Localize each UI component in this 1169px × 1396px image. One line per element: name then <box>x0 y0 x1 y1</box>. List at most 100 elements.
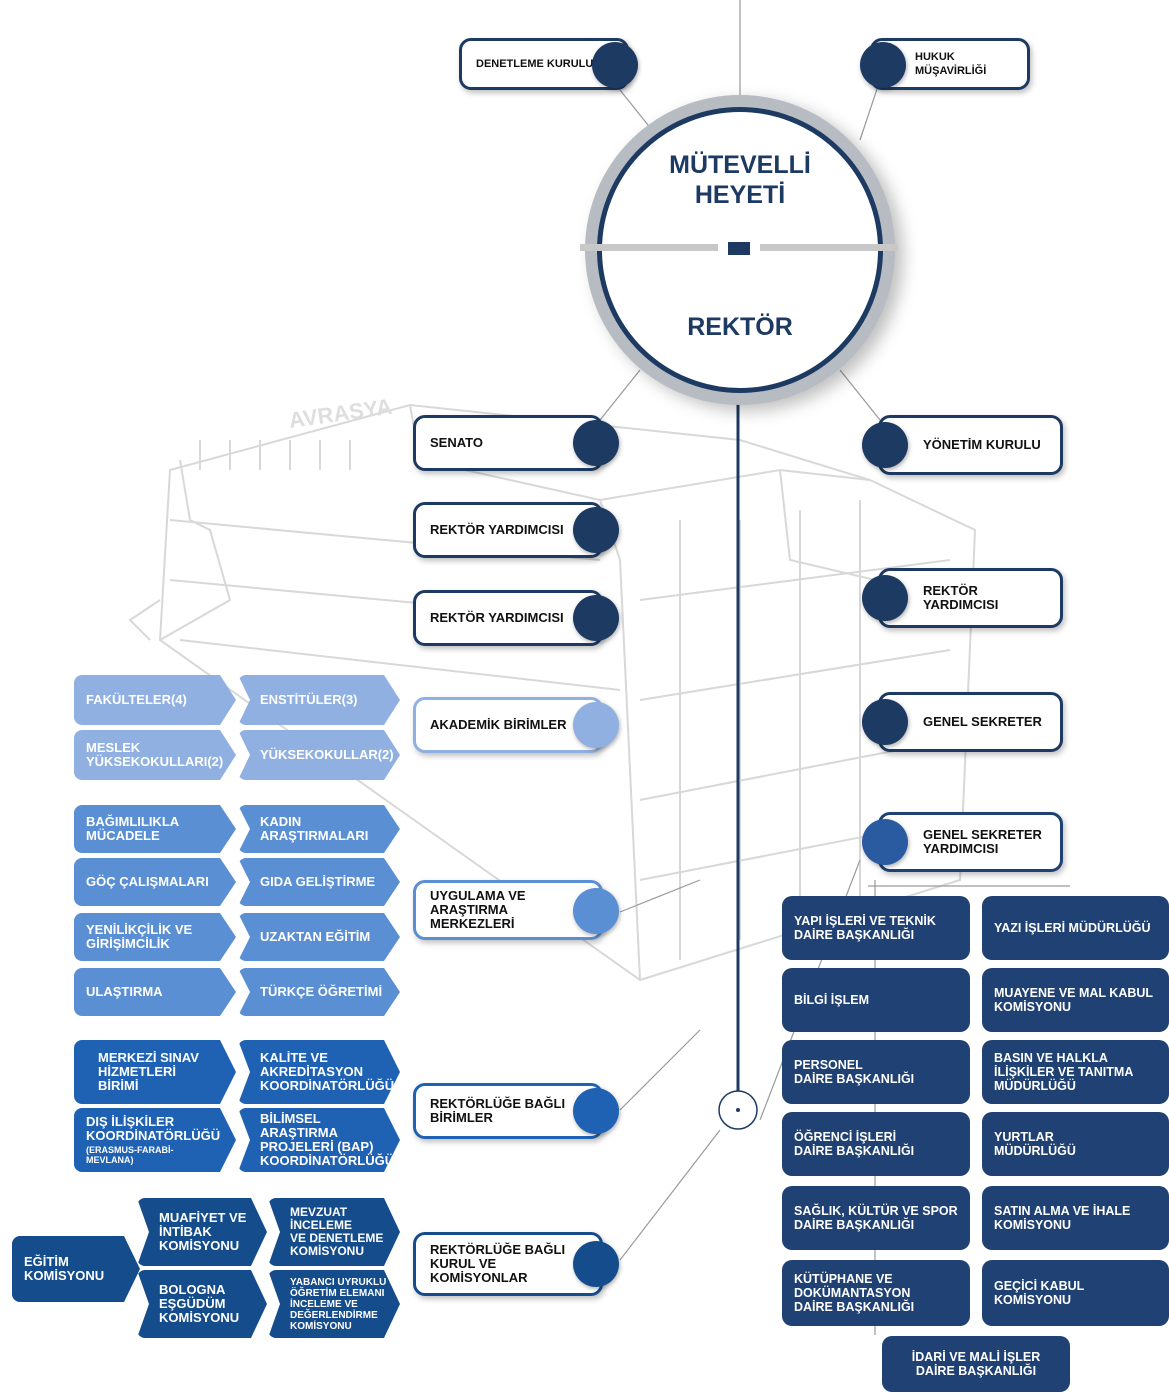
idari-label: ÖĞRENCİ İŞLERİ DAİRE BAŞKANLIĞI <box>794 1130 915 1158</box>
senato-label: SENATO <box>430 435 483 450</box>
rektor-yardimcisi-3-box[interactable]: REKTÖR YARDIMCISI <box>878 568 1063 628</box>
senato-badge-icon <box>573 420 619 466</box>
fakulteler-label: FAKÜLTELER(4) <box>86 692 187 707</box>
egitim-komisyonu-tag[interactable]: EĞİTİM KOMİSYONU <box>12 1236 140 1302</box>
bagli-kurul-badge-icon <box>573 1241 619 1287</box>
enstituler-label: ENSTİTÜLER(3) <box>260 692 358 707</box>
akademik-birimler-box[interactable]: AKADEMİK BİRİMLER <box>413 697 603 753</box>
idari-ogrenci-isleri[interactable]: ÖĞRENCİ İŞLERİ DAİRE BAŞKANLIĞI <box>782 1112 970 1176</box>
divider-square <box>728 242 750 255</box>
mevzuat-tag[interactable]: MEVZUAT İNCELEME VE DENETLEME KOMİSYONU <box>268 1198 400 1266</box>
bagli-birimler-badge-icon <box>573 1088 619 1134</box>
idari-label: SATIN ALMA VE İHALE KOMİSYONU <box>994 1204 1131 1232</box>
enstituler-tag[interactable]: ENSTİTÜLER(3) <box>238 675 400 725</box>
dis-iliskiler-sublabel: (ERASMUS-FARABİ- MEVLANA) <box>86 1145 174 1165</box>
idari-yazi-isleri[interactable]: YAZI İŞLERİ MÜDÜRLÜĞÜ <box>982 896 1169 960</box>
divider-bar <box>760 244 898 251</box>
rektor-yardimcisi-3-badge-icon <box>862 575 908 621</box>
denetleme-kurulu-label: DENETLEME KURULU <box>476 58 594 70</box>
mutevelli-heyeti-title: MÜTEVELLİ HEYETİ <box>669 151 811 209</box>
idari-label: MUAYENE VE MAL KABUL KOMİSYONU <box>994 986 1154 1014</box>
yonetim-badge-icon <box>862 422 908 468</box>
yabanci-uyruklu-tag[interactable]: YABANCI UYRUKLU ÖĞRETİM ELEMANI İNCELEME… <box>268 1270 400 1338</box>
hukuk-badge-icon <box>860 42 906 88</box>
genel-sekreter-yardimcisi-box[interactable]: GENEL SEKRETER YARDIMCISI <box>878 812 1063 872</box>
merkez-label: UZAKTAN EĞİTİM <box>260 929 371 944</box>
bologna-tag[interactable]: BOLOGNA EŞGÜDÜM KOMİSYONU <box>137 1270 267 1338</box>
rektor-yardimcisi-1-label: REKTÖR YARDIMCISI <box>430 522 564 537</box>
idari-basin[interactable]: BASIN VE HALKLA İLİŞKİLER VE TANITMA MÜD… <box>982 1040 1169 1104</box>
rektorluge-bagli-birimler-box[interactable]: REKTÖRLÜĞE BAĞLI BİRİMLER <box>413 1083 603 1139</box>
mevzuat-label: MEVZUAT İNCELEME VE DENETLEME KOMİSYONU <box>290 1205 384 1258</box>
idari-mali-label: İDARİ VE MALİ İŞLER DAİRE BAŞKANLIĞI <box>911 1350 1041 1378</box>
yuksekokullar-tag[interactable]: YÜKSEKOKULLAR(2) <box>238 730 400 780</box>
yabanci-uyruklu-label: YABANCI UYRUKLU ÖĞRETİM ELEMANI İNCELEME… <box>290 1276 387 1332</box>
idari-mali-isler[interactable]: İDARİ VE MALİ İŞLER DAİRE BAŞKANLIĞI <box>882 1336 1070 1392</box>
meslek-yuksekokullari-label: MESLEK YÜKSEKOKULLARI(2) <box>86 740 224 769</box>
fakulteler-tag[interactable]: FAKÜLTELER(4) <box>74 675 236 725</box>
divider-bar <box>580 244 718 251</box>
kalite-tag[interactable]: KALİTE VE AKREDİTASYON KOORDİNATÖRLÜĞÜ <box>238 1040 400 1104</box>
yuksekokullar-label: YÜKSEKOKULLAR(2) <box>260 747 394 762</box>
rektor-yardimcisi-2-badge-icon <box>573 595 619 641</box>
idari-personel[interactable]: PERSONEL DAİRE BAŞKANLIĞI <box>782 1040 970 1104</box>
muafiyet-tag[interactable]: MUAFİYET VE İNTİBAK KOMİSYONU <box>137 1198 267 1266</box>
hukuk-musavirligi-label: HUKUK MÜŞAVİRLİĞİ <box>915 51 987 77</box>
merkez-goc-tag[interactable]: GÖÇ ÇALIŞMALARI <box>74 858 236 906</box>
idari-label: YURTLAR MÜDÜRLÜĞÜ <box>994 1130 1076 1158</box>
merkez-gida-tag[interactable]: GIDA GELİŞTİRME <box>238 858 400 906</box>
bap-tag[interactable]: BİLİMSEL ARAŞTIRMA PROJELERİ (BAP) KOORD… <box>238 1108 400 1172</box>
genel-sekreter-label: GENEL SEKRETER <box>923 714 1042 729</box>
idari-label: YAPI İŞLERİ VE TEKNİK DAİRE BAŞKANLIĞI <box>794 914 936 942</box>
uygulama-merkezleri-box[interactable]: UYGULAMA VE ARAŞTIRMA MERKEZLERİ <box>413 880 603 940</box>
idari-label: KÜTÜPHANE VE DOKÜMANTASYON DAİRE BAŞKANL… <box>794 1272 915 1314</box>
idari-yurtlar[interactable]: YURTLAR MÜDÜRLÜĞÜ <box>982 1112 1169 1176</box>
merkez-uzaktan-tag[interactable]: UZAKTAN EĞİTİM <box>238 913 400 961</box>
merkez-kadin-tag[interactable]: KADIN ARAŞTIRMALARI <box>238 805 400 853</box>
uygulama-merkezleri-label: UYGULAMA VE ARAŞTIRMA MERKEZLERİ <box>430 888 526 931</box>
idari-label: SAĞLIK, KÜLTÜR VE SPOR DAİRE BAŞKANLIĞI <box>794 1204 958 1232</box>
building-sign: AVRASYA <box>287 394 393 433</box>
yonetim-kurulu-label: YÖNETİM KURULU <box>923 437 1041 452</box>
merkez-ulastirma-tag[interactable]: ULAŞTIRMA <box>74 968 236 1016</box>
dis-iliskiler-label: DIŞ İLİŞKİLER KOORDİNATÖRLÜĞÜ <box>86 1114 221 1143</box>
dis-iliskiler-tag[interactable]: DIŞ İLİŞKİLER KOORDİNATÖRLÜĞÜ (ERASMUS-F… <box>74 1108 236 1172</box>
akademik-badge-icon <box>573 702 619 748</box>
merkez-label: GIDA GELİŞTİRME <box>260 874 376 889</box>
uygulama-badge-icon <box>573 888 619 934</box>
merkezi-sinav-label: MERKEZİ SINAV HİZMETLERİ BİRİMİ <box>98 1050 199 1093</box>
bap-label: BİLİMSEL ARAŞTIRMA PROJELERİ (BAP) KOORD… <box>260 1111 395 1168</box>
idari-label: PERSONEL DAİRE BAŞKANLIĞI <box>794 1058 915 1086</box>
idari-label: GEÇİCİ KABUL KOMİSYONU <box>994 1279 1085 1307</box>
meslek-yuksekokullari-tag[interactable]: MESLEK YÜKSEKOKULLARI(2) <box>74 730 236 780</box>
merkez-yenilikcilik-tag[interactable]: YENİLİKÇİLİK VE GİRİŞİMCİLİK <box>74 913 236 961</box>
rektor-yardimcisi-2-box[interactable]: REKTÖR YARDIMCISI <box>413 590 603 646</box>
idari-kutuphane[interactable]: KÜTÜPHANE VE DOKÜMANTASYON DAİRE BAŞKANL… <box>782 1260 970 1326</box>
idari-gecici-kabul[interactable]: GEÇİCİ KABUL KOMİSYONU <box>982 1260 1169 1326</box>
idari-bilgi-islem[interactable]: BİLGİ İŞLEM <box>782 968 970 1032</box>
rektor-title: REKTÖR <box>687 313 793 341</box>
rektorluge-bagli-kurul-box[interactable]: REKTÖRLÜĞE BAĞLI KURUL VE KOMİSYONLAR <box>413 1232 603 1296</box>
senato-box[interactable]: SENATO <box>413 415 603 471</box>
merkez-bagimlilik-tag[interactable]: BAĞIMLILIKLA MÜCADELE <box>74 805 236 853</box>
merkez-label: YENİLİKÇİLİK VE GİRİŞİMCİLİK <box>86 922 193 951</box>
denetleme-badge-icon <box>592 42 638 88</box>
genel-sekreter-yardimcisi-label: GENEL SEKRETER YARDIMCISI <box>923 827 1042 856</box>
bologna-label: BOLOGNA EŞGÜDÜM KOMİSYONU <box>159 1282 240 1325</box>
merkez-label: BAĞIMLILIKLA MÜCADELE <box>86 814 180 843</box>
merkezi-sinav-tag[interactable]: MERKEZİ SINAV HİZMETLERİ BİRİMİ <box>74 1040 236 1104</box>
idari-satin-alma[interactable]: SATIN ALMA VE İHALE KOMİSYONU <box>982 1186 1169 1250</box>
idari-muayene[interactable]: MUAYENE VE MAL KABUL KOMİSYONU <box>982 968 1169 1032</box>
idari-yapi-isleri[interactable]: YAPI İŞLERİ VE TEKNİK DAİRE BAŞKANLIĞI <box>782 896 970 960</box>
rektor-yardimcisi-1-box[interactable]: REKTÖR YARDIMCISI <box>413 502 603 558</box>
idari-label: YAZI İŞLERİ MÜDÜRLÜĞÜ <box>994 921 1151 935</box>
yonetim-kurulu-box[interactable]: YÖNETİM KURULU <box>878 415 1063 475</box>
idari-saglik-kultur[interactable]: SAĞLIK, KÜLTÜR VE SPOR DAİRE BAŞKANLIĞI <box>782 1186 970 1250</box>
dis-iliskiler-text: DIŞ İLİŞKİLER KOORDİNATÖRLÜĞÜ (ERASMUS-F… <box>86 1115 220 1165</box>
rektor-yardimcisi-3-label: REKTÖR YARDIMCISI <box>923 583 999 612</box>
merkez-turkce-tag[interactable]: TÜRKÇE ÖĞRETİMİ <box>238 968 400 1016</box>
rektorluge-bagli-kurul-label: REKTÖRLÜĞE BAĞLI KURUL VE KOMİSYONLAR <box>430 1242 566 1285</box>
genel-sekreter-badge-icon <box>862 699 908 745</box>
